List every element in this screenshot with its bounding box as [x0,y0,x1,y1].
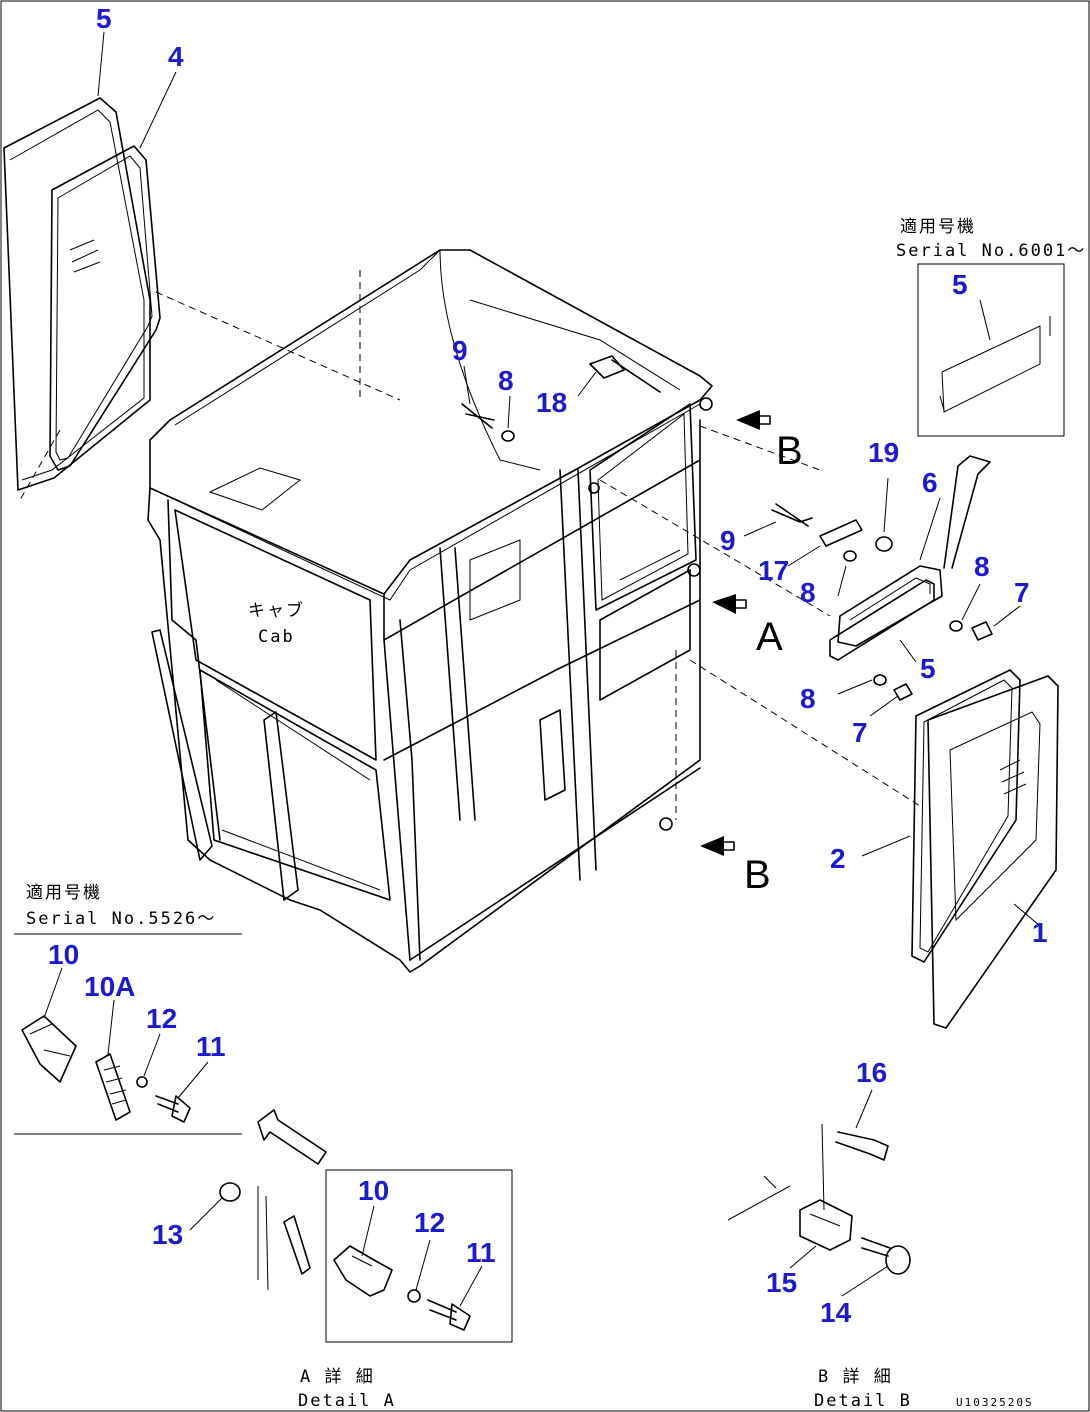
detail-a-box [325,1169,513,1343]
lamp-housing-6 [829,565,943,661]
screw-7-lower [893,683,913,701]
callout-18: 18 [536,387,567,418]
detail-b-jp: B 詳 細 [818,1367,893,1387]
detail-b-label: Detail B [814,1391,912,1411]
callout-16: 16 [856,1057,887,1088]
serial-box-top [917,263,1065,437]
callout-8-right: 8 [974,551,990,582]
bolt-9-top [461,403,515,442]
detail-a-plate [283,1215,311,1275]
callout-4: 4 [168,41,184,72]
hinge-18 [589,355,661,393]
callout-1: 1 [1032,917,1048,948]
callout-13: 13 [152,1219,183,1250]
right-window-seal [911,669,1021,963]
detail-a-arrow [257,1109,327,1165]
washer-12 [407,1289,421,1303]
view-label-b-top: B [776,429,803,473]
callout-8-top: 8 [498,365,514,396]
nut-13 [219,1182,241,1202]
trim-strip [943,455,991,569]
cab-label-jp: キャブ [248,600,305,621]
callout-11-variant: 11 [196,1031,226,1062]
label-plate-5-detail [939,316,1051,413]
washer-19 [875,536,893,552]
callout-12: 12 [414,1207,445,1238]
latch-10-variant [21,1015,77,1083]
bracket-17 [819,519,863,547]
callout-14: 14 [820,1297,852,1328]
washer-8-upper [843,550,857,562]
callout-11: 11 [466,1237,496,1268]
detail-a-frame-edge [257,1186,269,1291]
callout-3: 5 [96,3,112,34]
serial-jp-bottom: 適用号機 [26,883,102,903]
serial-bottom: Serial No.5526～ [26,909,216,929]
callout-19: 19 [868,437,899,468]
bolt-11-variant [155,1095,191,1123]
view-arrow-a [712,594,747,614]
callout-5: 5 [920,653,936,684]
bolt-9-right [771,503,813,527]
callout-numbers: 5 4 5 19 6 8 7 5 8 8 7 2 1 17 9 18 8 9 1… [48,3,1048,1328]
cab-label: Cab [258,627,295,647]
bolt-11 [427,1299,471,1331]
callout-10a: 10A [84,971,135,1002]
detail-b-parts [727,1123,911,1275]
striker-10a [95,1053,131,1121]
view-arrow-b-bottom [700,836,735,856]
serial-jp-top: 適用号機 [900,217,976,237]
view-label-a: A [756,615,783,659]
left-window-glass [3,97,151,491]
serial-top: Serial No.6001～ [896,241,1086,261]
callout-leaders [43,31,1041,1307]
screw-7-right [971,621,993,641]
cab-body [147,249,713,973]
callout-9-top: 9 [452,335,468,366]
washer-8-right [949,620,963,632]
callout-17: 17 [758,555,789,586]
callout-5-box: 5 [952,269,968,300]
view-arrow-b-top [736,410,771,430]
washer-12-variant [136,1076,148,1088]
washer-8-lower [873,674,887,686]
callout-10-variant: 10 [48,939,79,970]
latch-10 [333,1245,393,1297]
detail-a-label: Detail A [298,1391,396,1411]
callout-15: 15 [766,1267,797,1298]
callout-7-lower: 7 [852,717,868,748]
view-label-b-bottom: B [744,853,771,897]
callout-10: 10 [358,1175,389,1206]
callout-9-right: 9 [720,525,736,556]
callout-8-upper: 8 [800,577,816,608]
callout-7-right: 7 [1014,577,1030,608]
callout-12-variant: 12 [146,1003,177,1034]
detail-a-jp: A 詳 細 [300,1367,375,1387]
drawing-code: U1032520S [956,1396,1034,1409]
callout-2: 2 [830,843,846,874]
callout-6: 6 [922,467,938,498]
right-window-glass [927,675,1059,1029]
callout-8-lower: 8 [800,683,816,714]
leader-lines [19,270,921,820]
left-window-seal [49,145,161,471]
